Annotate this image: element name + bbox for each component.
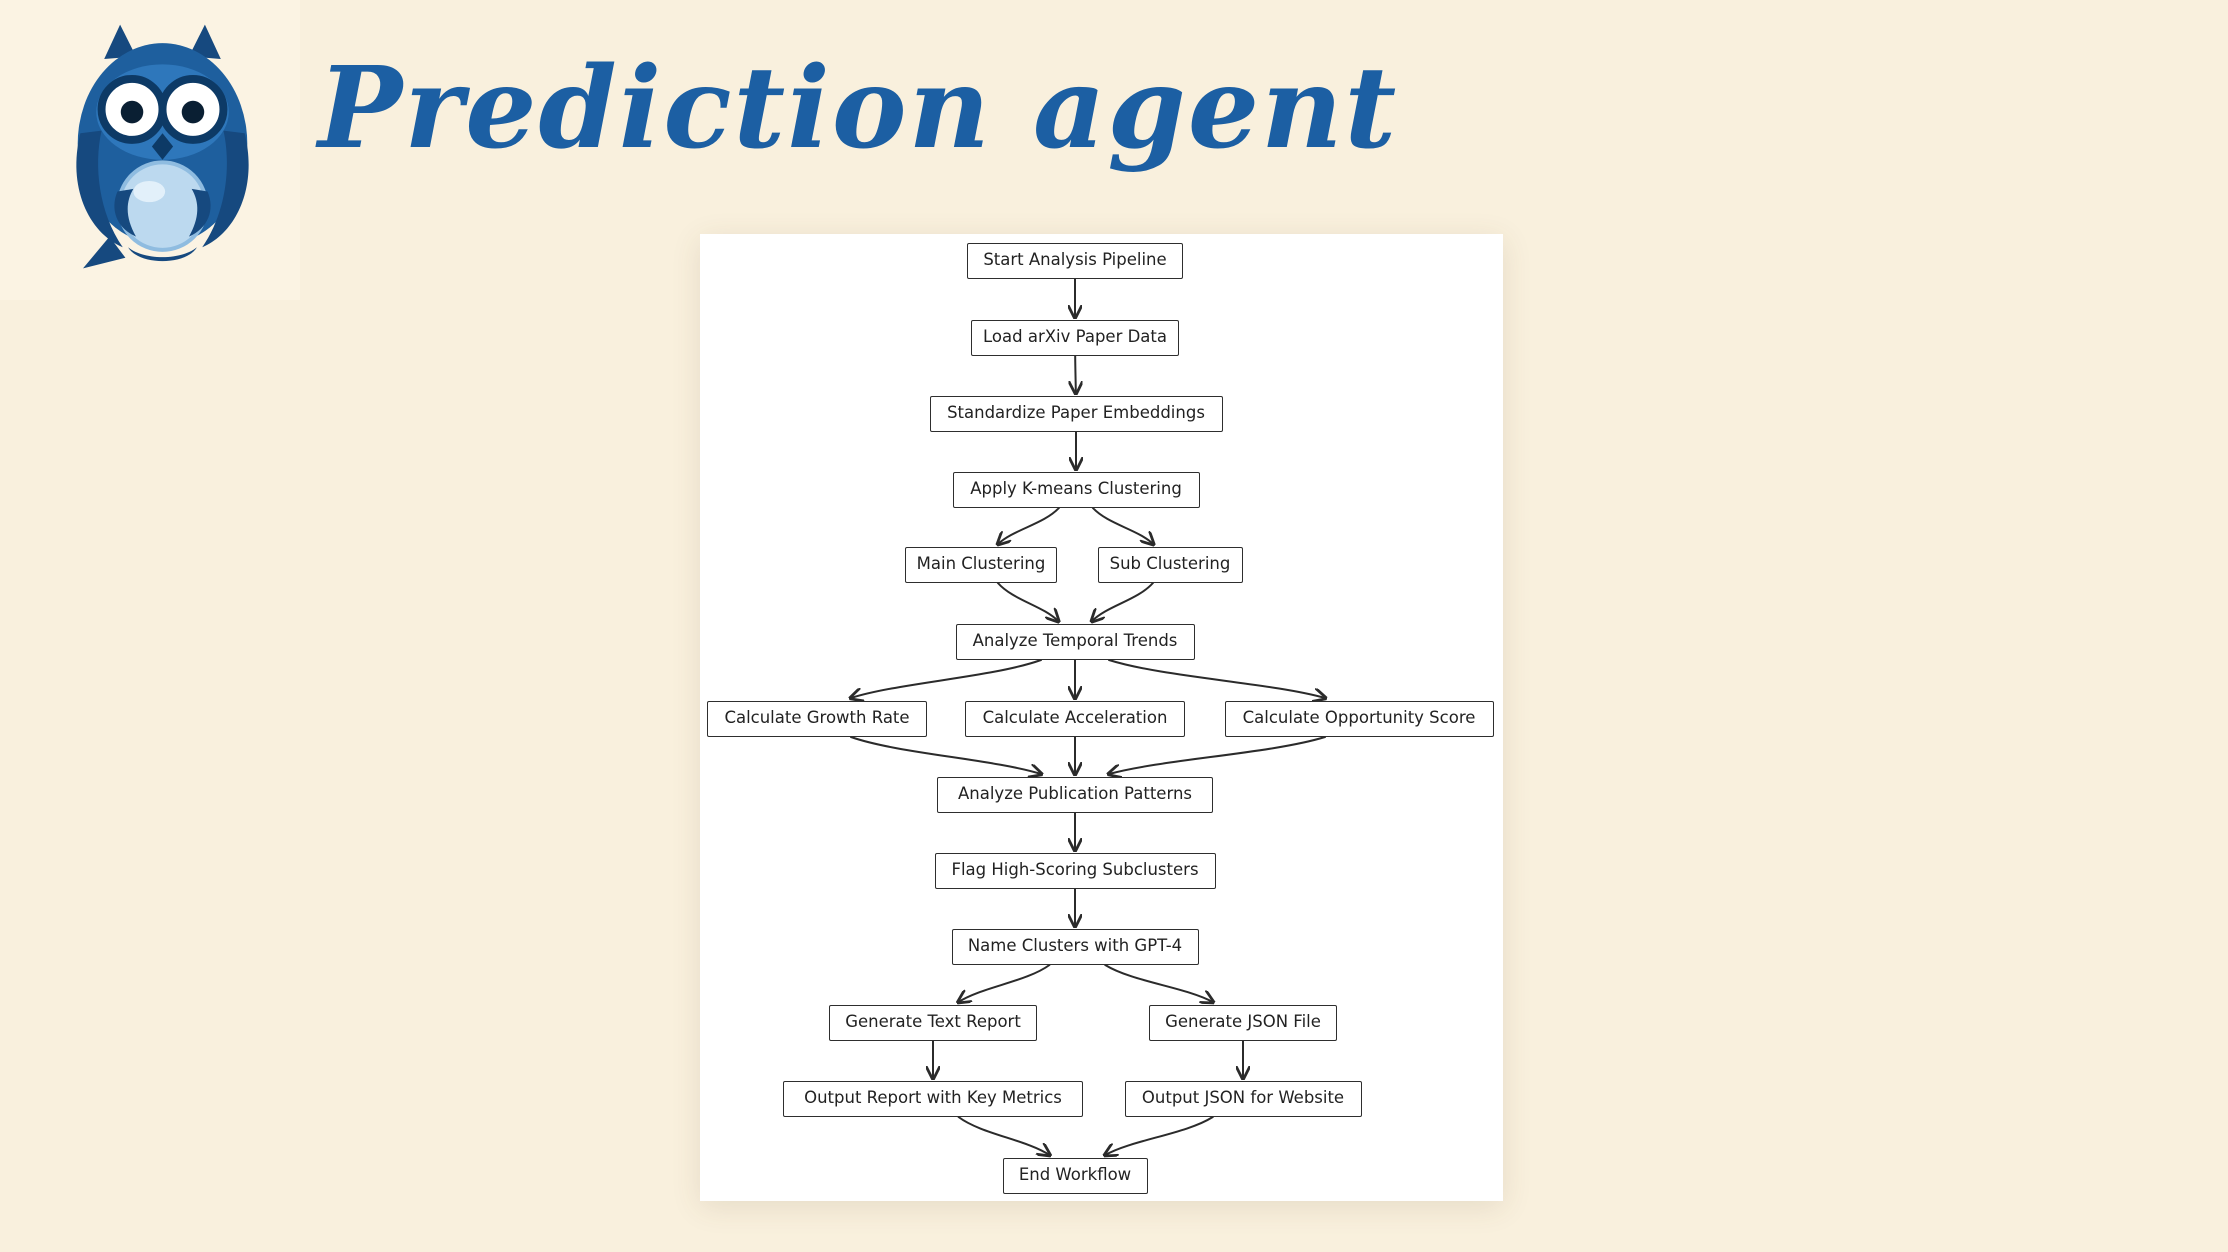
flow-edge-kmeans-to-main_clustering	[998, 507, 1060, 544]
flow-edge-kmeans-to-sub_clustering	[1091, 507, 1153, 544]
flowchart-edges	[700, 278, 1503, 1201]
flow-edge-main_clustering-to-temporal	[996, 582, 1058, 621]
flow-node-json_file: Generate JSON File	[1149, 1005, 1337, 1041]
page-title: Prediction agent	[318, 43, 1399, 174]
flow-node-load: Load arXiv Paper Data	[971, 320, 1179, 356]
flow-node-end: End Workflow	[1002, 1158, 1148, 1194]
flow-node-acceleration: Calculate Acceleration	[965, 701, 1185, 737]
flow-node-json_website: Output JSON for Website	[1124, 1081, 1362, 1117]
flow-node-start: Start Analysis Pipeline	[967, 243, 1183, 279]
flow-edge-load-to-standardize	[1075, 355, 1076, 393]
owl-logo	[30, 14, 295, 279]
flow-node-sub_clustering: Sub Clustering	[1097, 547, 1243, 583]
flow-node-report_metrics: Output Report with Key Metrics	[783, 1081, 1083, 1117]
flow-node-flag: Flag High-Scoring Subclusters	[934, 853, 1216, 889]
flow-node-name_clusters: Name Clusters with GPT-4	[951, 929, 1199, 965]
flow-node-opportunity: Calculate Opportunity Score	[1224, 701, 1494, 737]
flow-edge-sub_clustering-to-temporal	[1092, 582, 1154, 621]
flow-edge-name_clusters-to-json_file	[1104, 964, 1213, 1002]
flow-node-growth: Calculate Growth Rate	[707, 701, 927, 737]
flow-node-text_report: Generate Text Report	[829, 1005, 1037, 1041]
flow-edge-name_clusters-to-text_report	[959, 964, 1051, 1002]
flow-edge-temporal-to-opportunity	[1108, 659, 1325, 698]
flow-edge-growth-to-patterns	[850, 736, 1041, 774]
flow-edge-temporal-to-growth	[851, 659, 1042, 698]
flow-node-kmeans: Apply K-means Clustering	[952, 472, 1200, 508]
flow-edge-json_website-to-end	[1105, 1116, 1214, 1155]
flow-node-patterns: Analyze Publication Patterns	[937, 777, 1213, 813]
owl-icon	[76, 24, 249, 269]
flow-edge-report_metrics-to-end	[957, 1116, 1050, 1155]
flow-node-temporal: Analyze Temporal Trends	[955, 624, 1195, 660]
flow-edge-opportunity-to-patterns	[1109, 736, 1326, 774]
flow-node-standardize: Standardize Paper Embeddings	[929, 396, 1223, 432]
flow-node-main_clustering: Main Clustering	[905, 547, 1057, 583]
